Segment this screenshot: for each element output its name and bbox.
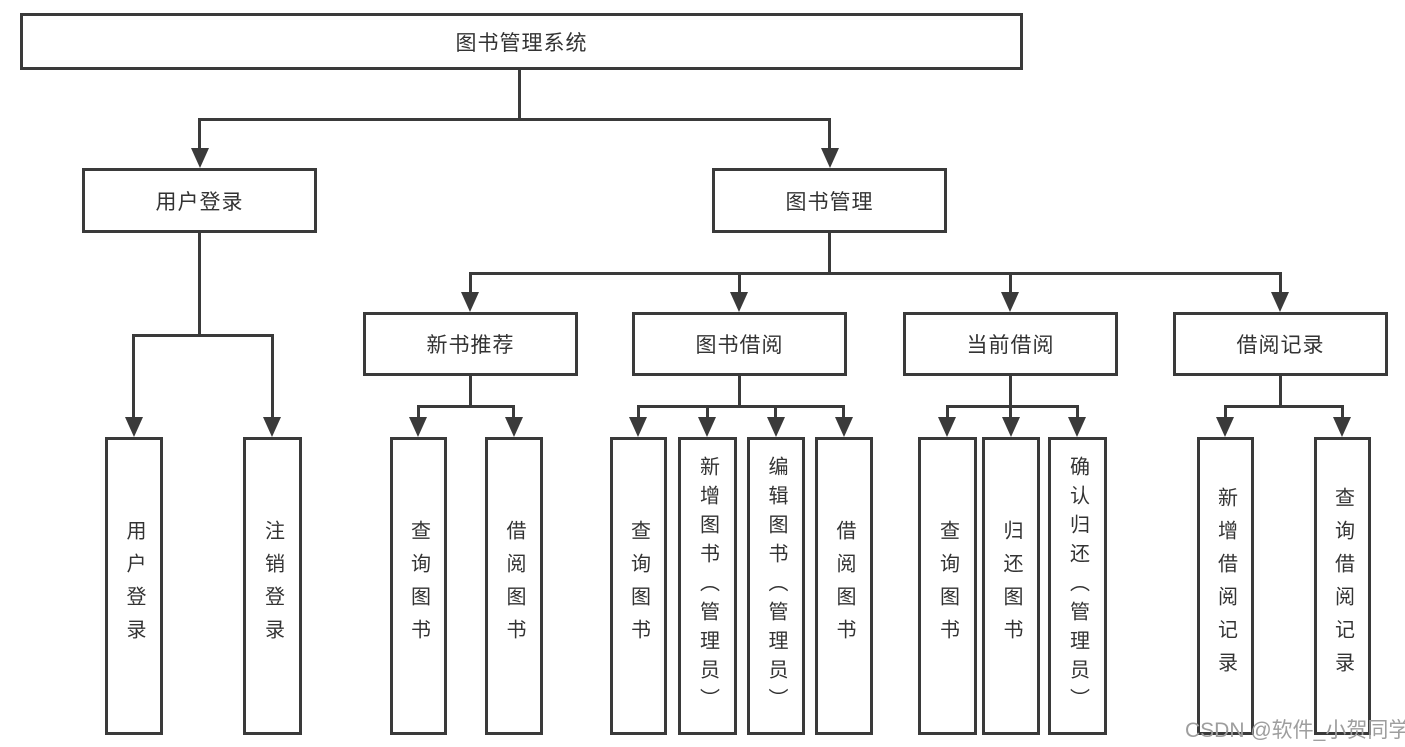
arrowhead-down-icon [125, 417, 143, 437]
arrowhead-down-icon [409, 417, 427, 437]
arrowhead-down-icon [1068, 417, 1086, 437]
leaf-borrow-book: 借阅图书 [485, 437, 543, 735]
connector-user-login-bar [132, 334, 274, 337]
node-label: 归还图书 [1000, 520, 1022, 652]
node-label: 查询借阅记录 [1331, 487, 1354, 685]
node-label: 借阅图书 [833, 520, 855, 652]
node-label: 新增借阅记录 [1214, 487, 1237, 685]
leaf-add-borrow-record: 新增借阅记录 [1197, 437, 1254, 735]
arrowhead-down-icon [767, 417, 785, 437]
leaf-query-books: 查询图书 [610, 437, 667, 735]
csdn-watermark: CSDN @软件_小贺同学 [1185, 719, 1405, 742]
connector-drop-leaf [271, 334, 274, 419]
leaf-borrow-book: 借阅图书 [815, 437, 873, 735]
leaf-logout: 注销登录 [243, 437, 302, 735]
node-label: 用户登录 [123, 520, 145, 652]
node-label: 图书管理 [785, 190, 874, 214]
node-label: 查询图书 [407, 520, 430, 652]
arrowhead-down-icon [629, 417, 647, 437]
node-label: 借阅图书 [503, 520, 525, 652]
leaf-query-books: 查询图书 [918, 437, 977, 735]
connector-drop-leaf [512, 405, 515, 419]
arrowhead-down-icon [263, 417, 281, 437]
arrowhead-down-icon [1001, 292, 1019, 312]
arrowhead-down-icon [938, 417, 956, 437]
arrowhead-down-icon [698, 417, 716, 437]
node-label: 编辑图书（管理员） [765, 455, 787, 717]
node-label: 当前借阅 [966, 334, 1055, 357]
connector-level3-bar [469, 272, 1282, 275]
connector-borrow-records-feed [1279, 374, 1282, 408]
connector-drop-book-borrow [738, 272, 741, 294]
arrowhead-down-icon [1002, 417, 1020, 437]
connector-root-feed [518, 66, 521, 121]
leaf-query-books: 查询图书 [390, 437, 447, 735]
node-label: 查询图书 [936, 520, 959, 652]
arrowhead-down-icon [835, 417, 853, 437]
leaf-query-borrow-record: 查询借阅记录 [1314, 437, 1371, 735]
connector-drop-leaf [842, 405, 845, 419]
connector-book-management-feed [828, 231, 831, 275]
leaf-add-book-admin: 新增图书（管理员） [678, 437, 737, 735]
connector-drop-leaf [1341, 405, 1344, 419]
connector-drop-current-borrow [1009, 272, 1012, 294]
node-label: 借阅记录 [1236, 334, 1325, 357]
node-label: 查询图书 [627, 520, 650, 652]
arrowhead-down-icon [505, 417, 523, 437]
node-borrow-records: 借阅记录 [1173, 312, 1388, 376]
node-label: 图书管理系统 [455, 31, 588, 55]
leaf-edit-book-admin: 编辑图书（管理员） [747, 437, 805, 735]
leaf-confirm-return-admin: 确认归还（管理员） [1048, 437, 1107, 735]
connector-drop-leaf [1224, 405, 1227, 419]
node-label: 新增图书（管理员） [696, 455, 719, 717]
arrowhead-down-icon [730, 292, 748, 312]
connector-drop-borrow-records [1279, 272, 1282, 294]
connector-book-borrow-bar [637, 405, 845, 408]
node-label: 确认归还（管理员） [1066, 455, 1089, 717]
connector-new-book-bar [417, 405, 515, 408]
leaf-user-login: 用户登录 [105, 437, 163, 735]
connector-new-book-feed [469, 374, 472, 408]
connector-current-borrow-feed [1009, 374, 1012, 408]
connector-borrow-records-bar [1224, 405, 1344, 408]
node-library-system: 图书管理系统 [20, 13, 1023, 70]
arrowhead-down-icon [821, 148, 839, 168]
arrowhead-down-icon [461, 292, 479, 312]
arrowhead-down-icon [1271, 292, 1289, 312]
node-book-management: 图书管理 [712, 168, 947, 233]
node-label: 图书借阅 [695, 334, 784, 357]
node-label: 注销登录 [261, 520, 284, 652]
connector-drop-user-login [198, 118, 201, 150]
arrowhead-down-icon [1333, 417, 1351, 437]
node-current-borrow: 当前借阅 [903, 312, 1118, 376]
connector-drop-leaf [417, 405, 420, 419]
node-new-book-recommend: 新书推荐 [363, 312, 578, 376]
connector-drop-leaf [637, 405, 640, 419]
node-label: 新书推荐 [426, 334, 515, 357]
connector-drop-book-management [828, 118, 831, 150]
connector-user-login-feed [198, 231, 201, 337]
node-label: 用户登录 [155, 190, 244, 214]
connector-drop-leaf [774, 405, 777, 419]
connector-drop-leaf [132, 334, 135, 419]
connector-current-borrow-bar [946, 405, 1079, 408]
leaf-return-book: 归还图书 [982, 437, 1040, 735]
connector-level2-bar [198, 118, 831, 121]
connector-drop-leaf [1009, 405, 1012, 419]
connector-drop-leaf [946, 405, 949, 419]
node-book-borrow: 图书借阅 [632, 312, 847, 376]
connector-drop-leaf [1076, 405, 1079, 419]
connector-drop-leaf [706, 405, 709, 419]
connector-drop-new-book [469, 272, 472, 294]
arrowhead-down-icon [1216, 417, 1234, 437]
connector-book-borrow-feed [738, 374, 741, 408]
arrowhead-down-icon [191, 148, 209, 168]
node-user-login: 用户登录 [82, 168, 317, 233]
